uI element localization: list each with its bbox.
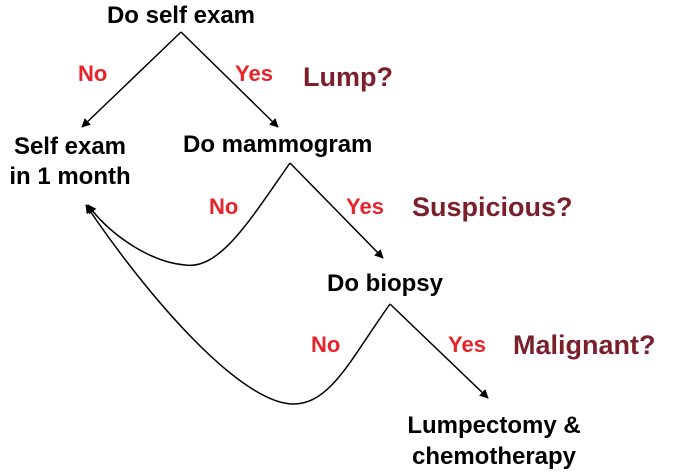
node-do-mammogram: Do mammogram [183,131,373,158]
node-self-exam-month-line1: Self exam [13,133,127,160]
branch-no-selfexam: No [78,61,108,86]
branch-no-mammogram: No [209,194,239,219]
edge-selfexam-no [81,31,182,128]
branch-yes-biopsy: Yes [448,332,486,357]
node-treatment-line2: chemotherapy [411,443,577,470]
edge-biopsy-no [85,204,391,405]
node-treatment: Lumpectomy & chemotherapy [384,410,604,472]
question-lump: Lump? [303,62,393,92]
edge-biopsy-yes [389,303,489,399]
question-malignant: Malignant? [513,330,656,360]
edge-mammogram-yes [289,162,384,259]
node-treatment-line1: Lumpectomy & [407,412,581,439]
question-suspicious: Suspicious? [412,192,573,222]
edge-selfexam-yes [180,31,279,128]
branch-no-biopsy: No [311,332,341,357]
node-do-self-exam: Do self exam [106,2,256,29]
branch-yes-mammogram: Yes [346,194,384,219]
node-do-biopsy: Do biopsy [327,270,444,297]
node-self-exam-month-line2: in 1 month [9,163,131,190]
branch-yes-selfexam: Yes [235,61,273,86]
node-self-exam-month: Self exam in 1 month [0,132,140,192]
edge-mammogram-no [87,162,291,266]
